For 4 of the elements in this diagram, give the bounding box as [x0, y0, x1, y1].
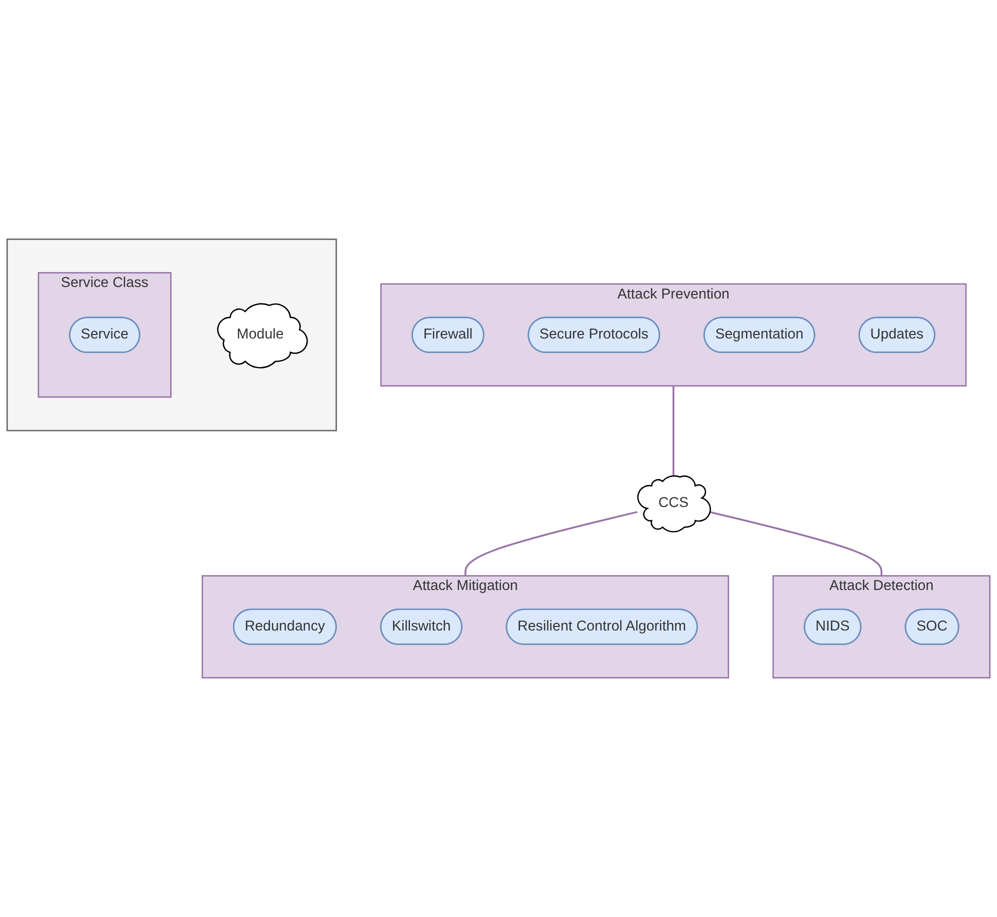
- connector: [672, 386, 674, 476]
- cluster: [6, 238, 337, 432]
- connector: [464, 511, 638, 576]
- connector: [709, 511, 882, 576]
